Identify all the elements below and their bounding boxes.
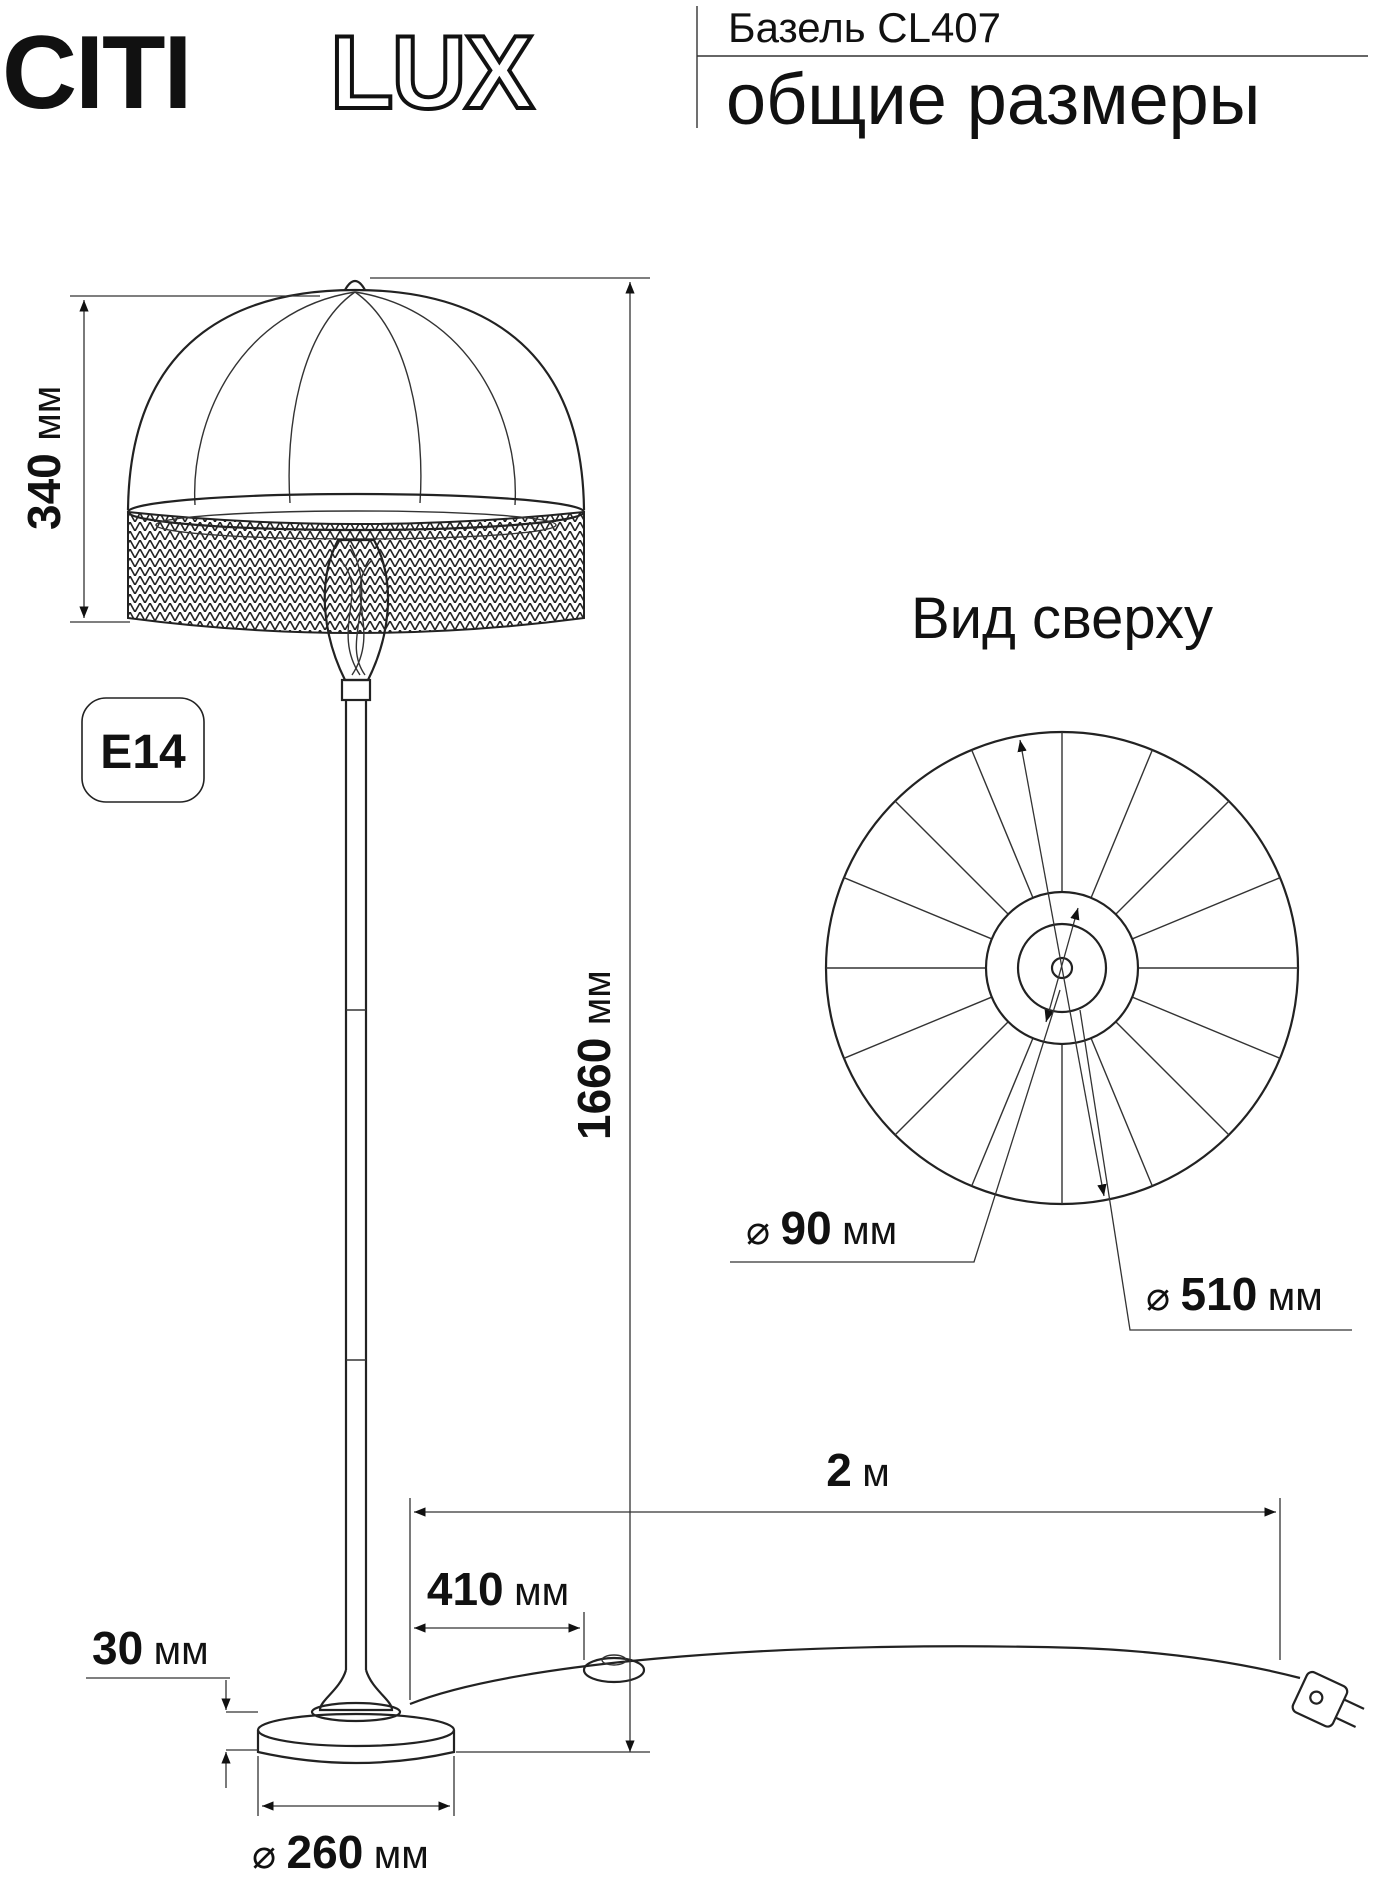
shade-spoke (1131, 877, 1281, 940)
base-top (318, 1669, 394, 1712)
base-height-label: 30 мм (92, 1622, 209, 1674)
shade-spoke (1090, 1037, 1153, 1187)
shade-spoke (894, 800, 1009, 915)
diameter-icon: ⌀ (252, 1833, 276, 1877)
page-subtitle: общие размеры (726, 60, 1260, 140)
lamp-side-view (126, 279, 586, 1765)
diameter-icon: ⌀ (1146, 1275, 1170, 1319)
shade-spoke (971, 1037, 1034, 1187)
total-height-label: 1660 мм (568, 970, 620, 1140)
shade-height-label: 340 мм (18, 386, 70, 530)
shade-spoke (971, 749, 1034, 899)
power-cable (409, 1645, 1301, 1706)
socket-type: E14 (100, 726, 186, 779)
brand-logo-prefix: CITI (2, 15, 190, 131)
socket-badge (81, 697, 205, 803)
center-diameter-label: ⌀ 90 мм (746, 1202, 897, 1254)
shade-dome (126, 288, 586, 511)
brand-logo-suffix: LUX (330, 15, 534, 131)
switch-distance-label: 410 мм (427, 1563, 569, 1615)
cable-length-label: 2 м (826, 1444, 890, 1496)
shade-diameter-label: ⌀ 510 мм (1146, 1268, 1323, 1320)
base-diameter-label: ⌀ 260 мм (252, 1826, 429, 1878)
shade-spoke (843, 996, 993, 1059)
diameter-icon: ⌀ (746, 1209, 770, 1253)
cable-switch (582, 1656, 646, 1684)
power-plug-icon (1291, 1670, 1365, 1728)
shade-spoke (1115, 1021, 1230, 1136)
shade-spoke (1131, 996, 1281, 1059)
brand-logo: CITI LUX (2, 13, 538, 133)
base-plate (256, 1712, 456, 1748)
shade-spoke (843, 877, 993, 940)
model-name: Базель CL407 (728, 4, 1001, 51)
shade-spoke (1090, 749, 1153, 899)
shade-fringe (127, 510, 585, 634)
shade-spoke (1115, 800, 1230, 915)
top-view-title: Вид сверху (911, 586, 1213, 651)
shade-spoke (894, 1021, 1009, 1136)
